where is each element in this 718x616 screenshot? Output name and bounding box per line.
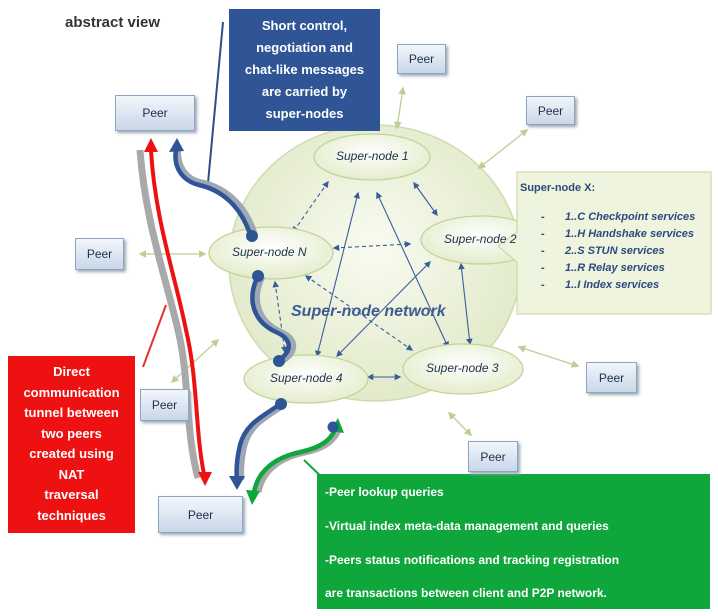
direct-tunnel-line: created using: [29, 446, 114, 461]
supernode-x-title: Super-node X:: [520, 182, 596, 194]
control-path-top: [173, 149, 253, 235]
control-messages-box: Short control, negotiation and chat-like…: [229, 9, 380, 131]
client-transactions-line: are transactions between client and P2P …: [325, 586, 607, 600]
peer-node: Peer: [75, 238, 124, 270]
control-path-top-dot: [246, 230, 258, 242]
supernode-x-info: Super-node X: -1..C Checkpoint services …: [517, 172, 711, 314]
supernode-links: [272, 180, 473, 381]
supernode-1: [313, 133, 431, 181]
peer-node: Peer: [397, 44, 446, 74]
service-label: 1..H Handshake services: [565, 228, 695, 240]
red-box-pointer: [142, 304, 167, 368]
client-transaction-dot: [327, 421, 339, 433]
supernode-3: [402, 343, 524, 395]
service-label: 1..I Index services: [565, 279, 660, 291]
supernode-1-label: Super-node 1: [336, 149, 409, 163]
client-transaction-head-down: [246, 490, 260, 505]
peer-node: Peer: [140, 389, 189, 421]
direct-tunnel-shadow: [136, 149, 202, 479]
control-path-shadow-top: [173, 144, 258, 236]
peer-node: Peer: [115, 95, 195, 131]
control-messages-line: super-nodes: [265, 106, 344, 121]
supernode-n-label: Super-node N: [232, 245, 307, 259]
client-transactions-line: -Peers status notifications and tracking…: [325, 553, 620, 567]
control-path-top-head: [169, 138, 184, 152]
control-path-mid: [250, 274, 291, 362]
supernode-n: [208, 226, 334, 280]
direct-tunnel-head-top: [144, 138, 158, 152]
service-bullet: -: [541, 279, 545, 291]
peer-node: Peer: [526, 96, 575, 125]
direct-tunnel-line: communication: [23, 384, 120, 400]
peer-node: Peer: [586, 362, 637, 393]
service-label: 1..R Relay services: [565, 262, 665, 274]
control-messages-line: are carried by: [261, 84, 348, 99]
peer-node: Peer: [468, 441, 518, 472]
service-item: - 1..H Handshake services: [541, 228, 694, 240]
supernode-2-label: Super-node 2: [444, 232, 517, 246]
control-messages-line: chat-like messages: [244, 62, 365, 77]
service-bullet: -: [541, 262, 545, 274]
direct-tunnel-line: two peers: [41, 425, 102, 441]
service-bullet: -: [541, 228, 545, 240]
control-path-bottom-head: [229, 476, 245, 490]
service-label: 2..S STUN services: [565, 245, 665, 257]
direct-tunnel-line: tunnel between: [24, 405, 119, 420]
service-label: 1..C Checkpoint services: [565, 211, 696, 223]
supernode-3-label: Super-node 3: [426, 361, 499, 375]
client-transactions-line: -Peer lookup queries: [325, 485, 444, 499]
client-transactions-line: -Virtual index meta-data management and …: [325, 519, 609, 533]
supernode-x-callout: [497, 171, 712, 315]
control-path-mid-dot-a: [252, 270, 264, 282]
client-transactions-box: -Peer lookup queries -Virtual index meta…: [317, 474, 710, 609]
blue-box-pointer: [207, 21, 224, 184]
direct-tunnel-box: Direct communication tunnel between two …: [8, 356, 135, 533]
service-item: - 1..I Index services: [541, 279, 659, 291]
control-path-bottom-dot: [275, 398, 287, 410]
direct-tunnel-line: NAT: [58, 466, 85, 482]
direct-tunnel-line: traversal: [44, 487, 99, 502]
diagram-title: abstract view: [65, 14, 161, 31]
service-item: - 2..S STUN services: [541, 245, 665, 257]
client-transaction-path: [251, 428, 338, 493]
service-bullet: -: [541, 245, 545, 257]
direct-tunnel-line: techniques: [37, 507, 106, 523]
service-item: - 1..R Relay services: [541, 262, 665, 274]
supernode-network-label: Super-node network: [291, 303, 446, 320]
service-bullet: -: [541, 211, 545, 223]
peer-links: [138, 86, 580, 437]
supernode-4-label: Super-node 4: [270, 371, 343, 385]
control-messages-line: negotiation and: [256, 40, 353, 55]
supernode-4: [243, 354, 369, 404]
control-path-mid-dot-b: [273, 355, 285, 367]
service-item: - 1..C Checkpoint services: [541, 211, 695, 223]
direct-tunnel-line: Direct: [53, 364, 90, 379]
direct-tunnel-arrow: [149, 149, 206, 475]
direct-tunnel-head-bottom: [198, 472, 212, 486]
control-path-bottom: [234, 402, 282, 479]
peer-node: Peer: [158, 496, 243, 533]
control-messages-line: Short control,: [261, 18, 348, 33]
